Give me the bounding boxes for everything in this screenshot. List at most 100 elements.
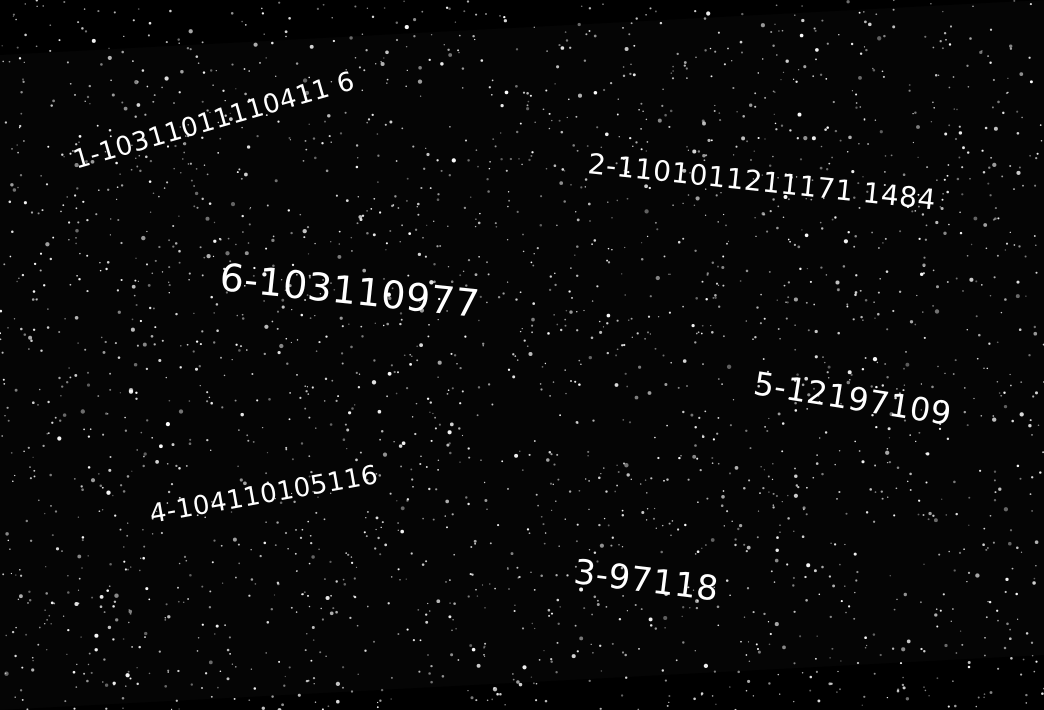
star (179, 126, 182, 128)
star (495, 226, 498, 228)
star (741, 12, 744, 16)
star (253, 687, 257, 690)
star (956, 108, 958, 111)
star (252, 440, 255, 443)
star (695, 599, 699, 604)
star (838, 34, 840, 36)
star (571, 296, 573, 299)
star (912, 112, 914, 115)
star (889, 574, 892, 577)
star (530, 676, 533, 678)
star (42, 5, 44, 7)
star (466, 0, 470, 3)
star (652, 517, 656, 520)
star (701, 280, 704, 283)
star (187, 123, 190, 126)
star (952, 76, 955, 78)
star (615, 354, 618, 357)
star (307, 393, 310, 395)
star (143, 452, 147, 456)
star (168, 266, 171, 269)
star (793, 610, 796, 613)
star (909, 434, 911, 436)
star (305, 390, 308, 393)
star (820, 227, 824, 230)
star (441, 675, 445, 678)
star (45, 648, 48, 651)
star (805, 301, 808, 304)
star (668, 125, 671, 128)
star (983, 367, 985, 369)
star (270, 607, 274, 611)
star (304, 90, 310, 95)
star (512, 678, 515, 681)
star (474, 38, 476, 41)
star (521, 327, 523, 330)
star (308, 123, 310, 125)
star (42, 444, 45, 448)
star (839, 563, 841, 566)
star (261, 12, 265, 15)
star (630, 478, 633, 481)
star (828, 682, 832, 686)
star (30, 211, 34, 214)
star (66, 196, 68, 198)
star (881, 384, 885, 387)
star (482, 345, 484, 347)
star (528, 532, 531, 535)
star (1025, 632, 1029, 635)
star (1029, 419, 1032, 422)
star (196, 206, 199, 209)
star (993, 126, 998, 131)
star (432, 518, 435, 521)
star (1015, 592, 1018, 596)
star (864, 298, 868, 302)
star (940, 401, 943, 404)
star (186, 134, 190, 138)
star (747, 679, 751, 683)
star (734, 543, 737, 547)
star (222, 89, 225, 92)
star (983, 223, 988, 227)
star (596, 560, 599, 563)
star (532, 682, 535, 685)
star (199, 343, 202, 346)
star (188, 272, 191, 275)
star (793, 493, 798, 498)
star (388, 296, 392, 301)
star (491, 403, 494, 406)
star (399, 312, 403, 315)
star (921, 213, 925, 216)
star (882, 75, 885, 78)
star (393, 441, 395, 443)
star (945, 38, 947, 41)
star (825, 274, 828, 276)
star (718, 112, 721, 114)
star (884, 363, 887, 365)
star (122, 707, 124, 710)
star (73, 707, 76, 710)
star (969, 37, 972, 40)
star (855, 106, 858, 109)
star (74, 163, 79, 168)
star (968, 524, 970, 526)
star (35, 298, 38, 301)
star (776, 226, 779, 230)
star (29, 477, 32, 480)
star (305, 148, 308, 151)
star (953, 480, 956, 484)
star (337, 254, 342, 259)
star (837, 670, 839, 673)
star (193, 205, 196, 208)
star (648, 186, 651, 190)
star (775, 494, 779, 498)
star (932, 269, 935, 272)
star (699, 468, 702, 472)
star (909, 320, 914, 324)
star (973, 397, 975, 400)
star (439, 245, 442, 247)
star (308, 562, 311, 565)
star (104, 151, 107, 153)
star (115, 161, 118, 165)
star (417, 79, 423, 84)
